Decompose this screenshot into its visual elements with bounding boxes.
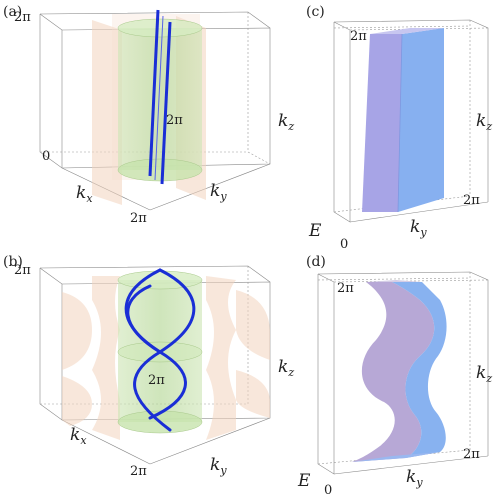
panel-a-label: (a): [3, 4, 22, 20]
panel-a-tick-zero: 0: [42, 149, 50, 164]
panel-b-ky-label: ky: [210, 455, 227, 477]
panel-a-ky-label: ky: [210, 181, 227, 203]
panel-d-kz-label: kz: [476, 363, 492, 385]
panel-b: (b): [3, 254, 294, 479]
panel-a-cylinder: [117, 18, 203, 182]
panel-c-tick-top: 2π: [350, 29, 367, 44]
panel-d-tick-zero: 0: [324, 483, 332, 498]
panel-d-label: (d): [306, 254, 326, 270]
panel-d-surface: [352, 280, 447, 462]
panel-b-surfaces: [62, 276, 270, 440]
panel-d-tick-right: 2π: [463, 447, 480, 462]
panel-a-kz-label: kz: [278, 111, 294, 133]
panel-b-tick-mid: 2π: [148, 373, 165, 388]
panel-a-kx-label: kx: [76, 183, 93, 205]
panel-b-tick-bottom: 2π: [130, 464, 147, 479]
panel-c-surface: [362, 28, 444, 213]
panel-d-E-label: E: [297, 471, 311, 491]
panel-d-tick-top: 2π: [337, 281, 354, 296]
panel-c-tick-zero: 0: [340, 237, 348, 252]
panel-a-nodal-lines: [148, 9, 172, 185]
panel-b-nodal-lines: [124, 268, 196, 432]
panel-c-ky-label: ky: [410, 217, 427, 239]
panel-c-E-label: E: [308, 221, 322, 241]
panel-c: (c) 2π 0 2π E ky kz: [306, 4, 492, 252]
panel-a-tick-top: 2π: [14, 10, 31, 25]
panel-b-kx-label: kx: [70, 425, 87, 447]
panel-a-tick-bottom: 2π: [130, 211, 147, 226]
panel-b-kz-label: kz: [278, 357, 294, 379]
panel-d-ky-label: ky: [406, 467, 423, 489]
panel-d: (d) 2π 0 2π E ky kz: [297, 254, 492, 498]
panel-c-label: (c): [306, 4, 325, 20]
panel-b-tick-top: 2π: [14, 263, 31, 278]
panel-a: (a) 2π 2π 0 2π: [3, 4, 294, 226]
panel-a-tick-mid: 2π: [166, 113, 183, 128]
panel-b-label: (b): [3, 254, 23, 270]
panel-c-kz-label: kz: [476, 111, 492, 133]
panel-c-tick-right: 2π: [463, 193, 480, 208]
panel-a-plane-left: [92, 20, 122, 205]
